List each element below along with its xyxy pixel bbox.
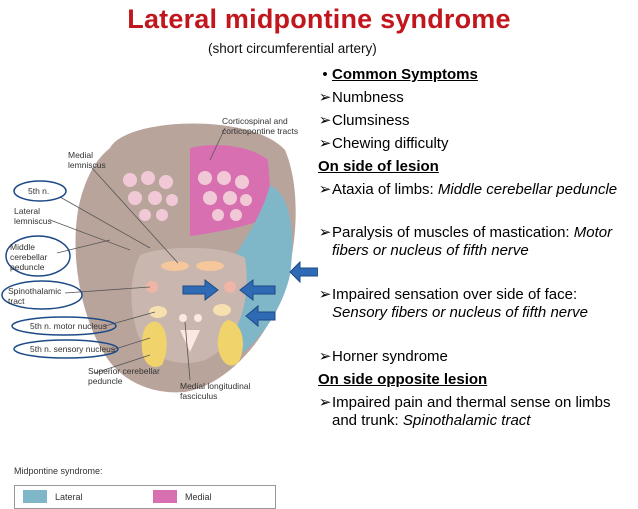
side-item-ataxia: Ataxia of limbs: Middle cerebellar pedun… bbox=[332, 181, 618, 198]
label-middle-cerebellar: Middle cerebellar peduncle bbox=[10, 242, 48, 272]
page-title: Lateral midpontine syndrome bbox=[127, 4, 511, 34]
arrowhead-icon: ➢ bbox=[318, 112, 332, 129]
legend-swatch-medial bbox=[153, 490, 177, 503]
label-fifth-n: 5th n. bbox=[28, 186, 50, 196]
label-motor-nucleus: 5th n. motor nucleus bbox=[30, 321, 108, 331]
legend-title: Midpontine syndrome: bbox=[14, 466, 103, 476]
lateral-region bbox=[230, 185, 293, 355]
label-medial-lemniscus: Medial lemniscus bbox=[68, 150, 106, 170]
symptom-clumsiness: Clumsiness bbox=[332, 112, 410, 129]
medial-lemniscus-right bbox=[196, 261, 224, 271]
arrowhead-icon: ➢ bbox=[318, 394, 332, 411]
side-item-horner: Horner syndrome bbox=[332, 348, 448, 365]
label-spinothalamic: Spinothalamic tract bbox=[8, 286, 62, 306]
legend: Lateral Medial bbox=[14, 485, 276, 509]
symptom-chewing: Chewing difficulty bbox=[332, 135, 449, 152]
opposite-lesion-heading: On side opposite lesion bbox=[318, 371, 488, 388]
legend-swatch-lateral bbox=[23, 490, 47, 503]
label-corticospinal: Corticospinal and corticopontine tracts bbox=[222, 116, 299, 136]
label-circles bbox=[1, 180, 119, 359]
label-mlf: Medial longitudinal fasciculus bbox=[180, 381, 251, 401]
medial-lemniscus-left bbox=[161, 261, 189, 271]
side-item-sensation: Impaired sensation over side of face: Se… bbox=[332, 286, 588, 321]
common-symptoms-heading: Common Symptoms bbox=[332, 66, 478, 83]
bullet-icon: • bbox=[322, 66, 328, 83]
spinothalamic-right bbox=[224, 281, 236, 293]
legend-label-medial: Medial bbox=[185, 492, 212, 502]
corticospinal-bundles bbox=[123, 171, 252, 221]
page-subtitle: (short circumferential artery) bbox=[208, 41, 377, 56]
motor-nucleus-left bbox=[149, 306, 167, 318]
arrowhead-icon: ➢ bbox=[318, 135, 332, 152]
arrowhead-icon: ➢ bbox=[318, 224, 332, 241]
legend-label-lateral: Lateral bbox=[55, 492, 83, 502]
arrowhead-icon: ➢ bbox=[318, 181, 332, 198]
arrowhead-icon: ➢ bbox=[318, 286, 332, 303]
leader-lines bbox=[49, 127, 226, 381]
opposite-item-pain: Impaired pain and thermal sense on limbs… bbox=[332, 394, 611, 429]
medial-region bbox=[190, 145, 272, 236]
spinothalamic-left bbox=[146, 281, 158, 293]
arrowhead-icon: ➢ bbox=[318, 89, 332, 106]
superior-cerebellar-right bbox=[217, 320, 243, 366]
symptom-numbness: Numbness bbox=[332, 89, 404, 106]
label-lateral-lemniscus: Lateral lemniscus bbox=[14, 206, 52, 226]
label-sensory-nucleus: 5th n. sensory nucleus bbox=[30, 344, 116, 354]
lesion-arrows bbox=[182, 260, 318, 328]
pons-diagram: Corticospinal and corticopontine tracts … bbox=[0, 60, 318, 509]
side-item-paralysis: Paralysis of muscles of mastication: Mot… bbox=[332, 224, 613, 259]
arrowhead-icon: ➢ bbox=[318, 348, 332, 365]
side-of-lesion-heading: On side of lesion bbox=[318, 158, 439, 175]
label-superior-cerebellar: Superior cerebellar peduncle bbox=[88, 366, 160, 386]
motor-nucleus-right bbox=[213, 304, 231, 316]
superior-cerebellar-left bbox=[141, 321, 167, 368]
pons-cross-section-image bbox=[1, 123, 318, 393]
